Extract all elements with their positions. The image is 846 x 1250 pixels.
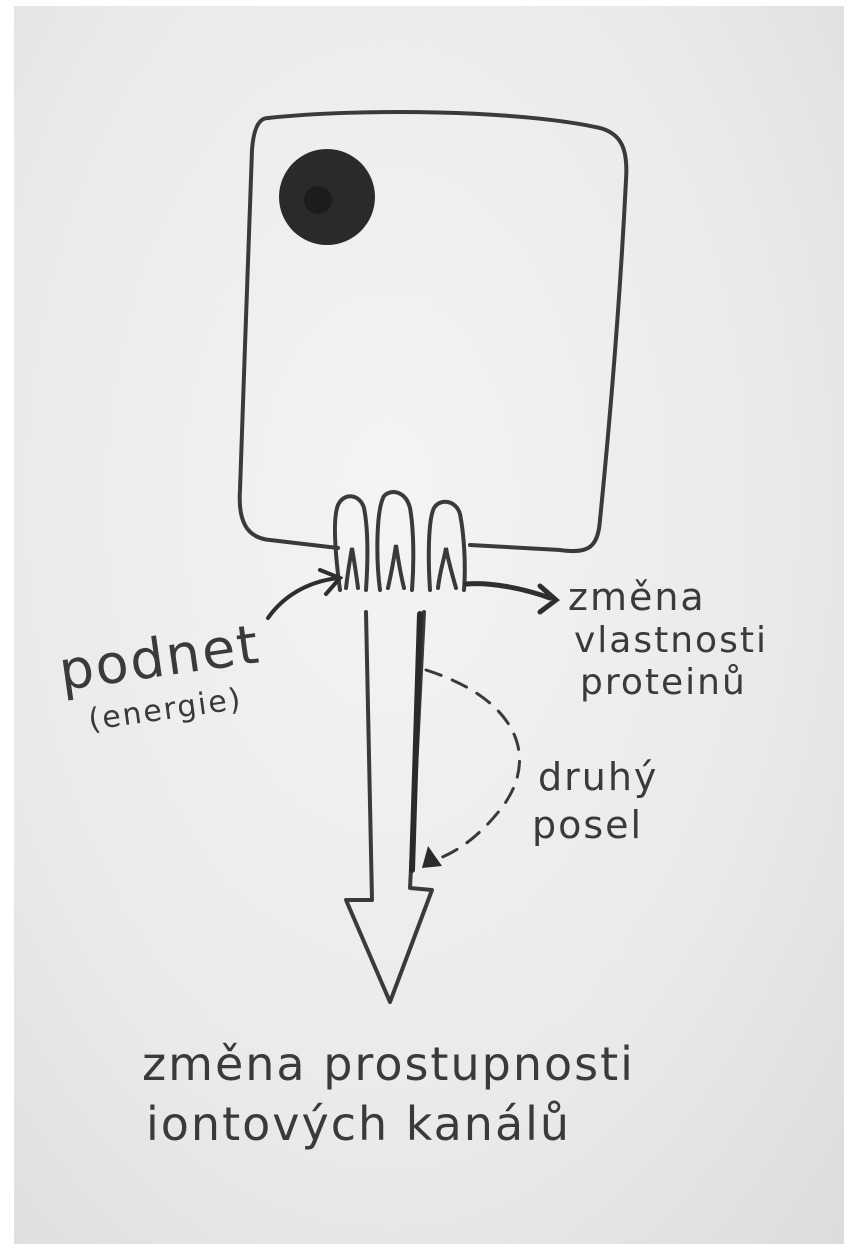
label-second-messenger-line2: posel <box>532 803 643 847</box>
receptor-protein-3 <box>426 499 467 592</box>
label-result-line1: změna prostupnosti <box>142 1037 635 1091</box>
nucleus-core <box>304 186 332 214</box>
receptor-protein-3-inner <box>436 547 458 590</box>
second-messenger-arrow <box>424 668 521 860</box>
label-protein-change-line1: změna <box>568 575 706 619</box>
label-result-line2: iontových kanálů <box>146 1097 571 1151</box>
receptor-protein-2 <box>375 490 416 592</box>
label-protein-change-line2: vlastnosti <box>574 620 768 661</box>
receptor-protein-2-inner <box>386 544 406 590</box>
receptor-proteins <box>332 490 467 592</box>
paper-background <box>14 6 844 1244</box>
label-second-messenger-line1: druhý <box>538 755 658 799</box>
stimulus-arrow <box>266 568 344 620</box>
second-messenger-arrowhead <box>422 846 442 868</box>
protein-change-arrow <box>463 581 560 615</box>
receptor-protein-1 <box>332 494 370 592</box>
main-down-arrow-shaft-ink <box>409 611 423 873</box>
cell-outline <box>237 110 629 554</box>
main-down-arrow <box>344 610 434 1004</box>
receptor-protein-1-inner <box>344 547 360 590</box>
label-protein-change-line3: proteinů <box>580 662 747 703</box>
